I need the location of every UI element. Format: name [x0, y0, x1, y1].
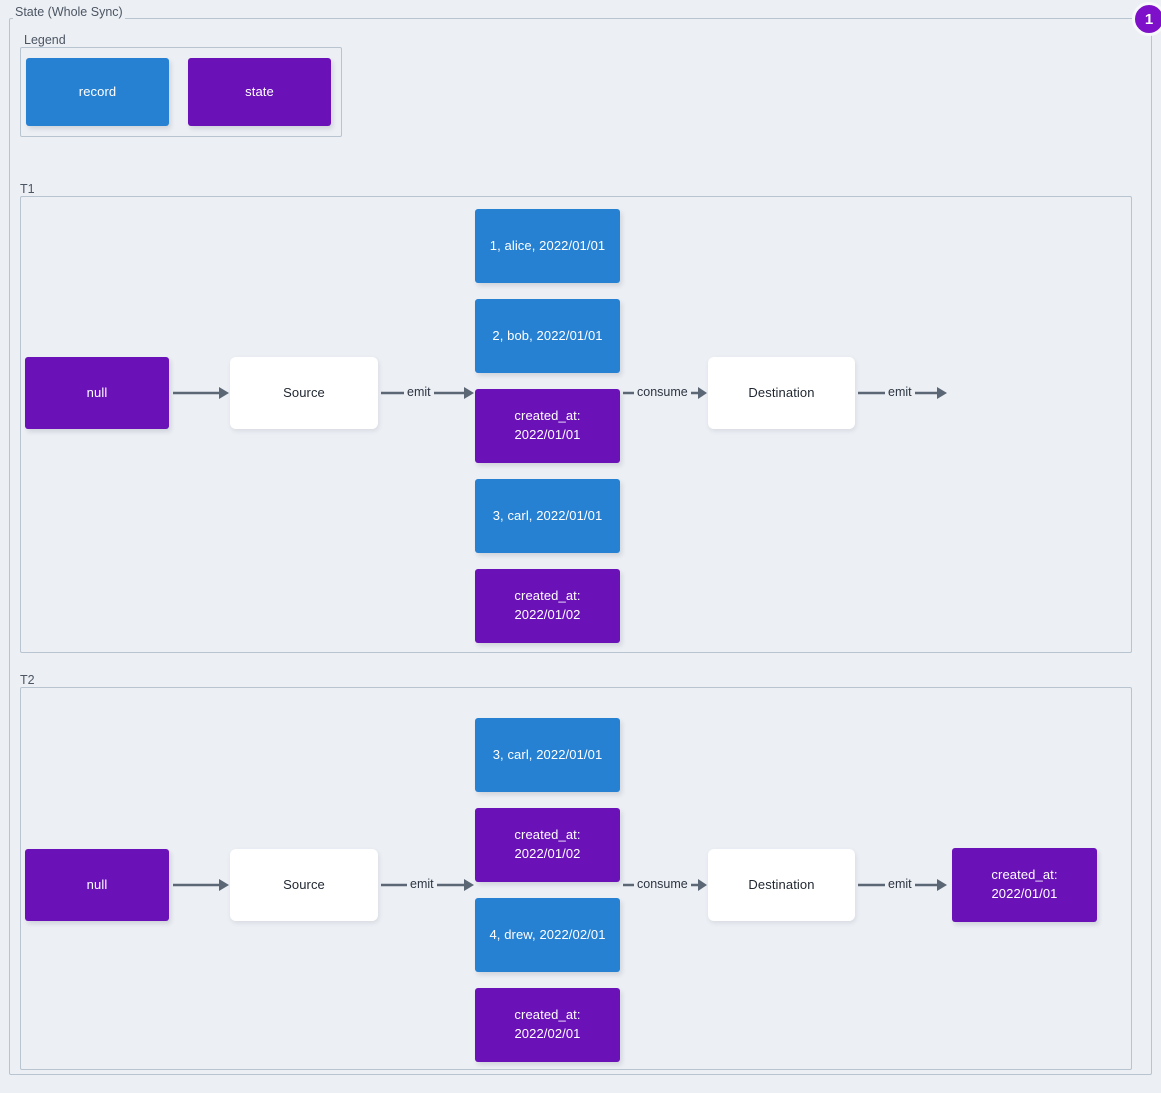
t2-source: Source [230, 849, 378, 921]
legend-swatch-record: record [26, 58, 169, 126]
t1-stack-item-4-label: created_at: 2022/01/02 [514, 588, 581, 622]
t2-stack-item-1-label: created_at: 2022/01/02 [514, 827, 581, 861]
t2-stack-item-1: created_at: 2022/01/02 [475, 808, 620, 882]
t1-stack-item-4: created_at: 2022/01/02 [475, 569, 620, 643]
t2-stack-item-2: 4, drew, 2022/02/01 [475, 898, 620, 972]
legend-title: Legend [22, 33, 68, 47]
t1-stack-item-0-label: 1, alice, 2022/01/01 [489, 237, 606, 253]
t2-stack-item-3-label: created_at: 2022/02/01 [514, 1007, 581, 1041]
t2-edge-source-emit-label: emit [407, 878, 437, 891]
t1-stack-item-0: 1, alice, 2022/01/01 [475, 209, 620, 283]
t1-source: Source [230, 357, 378, 429]
outer-frame [9, 18, 1152, 1075]
legend-label-state: state [245, 83, 274, 99]
t2-edge-destination-emit-label: emit [885, 878, 915, 891]
t2-final-state-label: created_at: 2022/01/01 [991, 867, 1058, 901]
t1-stack-item-3-label: 3, carl, 2022/01/01 [492, 507, 603, 523]
t1-destination: Destination [708, 357, 855, 429]
t1-initial-state: null [25, 357, 169, 429]
step-badge[interactable]: 1 [1132, 2, 1161, 36]
t1-destination-label: Destination [748, 384, 815, 400]
t1-stack-item-1: 2, bob, 2022/01/01 [475, 299, 620, 373]
t1-source-label: Source [283, 384, 325, 400]
legend-group [20, 47, 342, 137]
t1-edge-consume-label: consume [634, 386, 691, 399]
t2-edge-consume-label: consume [634, 878, 691, 891]
t2-source-label: Source [283, 876, 325, 892]
t2-initial-state: null [25, 849, 169, 921]
group-t1 [20, 196, 1132, 653]
t1-edge-source-emit-label: emit [404, 386, 434, 399]
legend-label-record: record [78, 83, 117, 99]
t1-stack-item-2: created_at: 2022/01/01 [475, 389, 620, 463]
legend-swatch-state: state [188, 58, 331, 126]
t2-stack-item-2-label: 4, drew, 2022/02/01 [489, 926, 606, 942]
group-t1-label: T1 [18, 182, 37, 196]
t1-initial-state-label: null [86, 384, 108, 400]
group-t2-label: T2 [18, 673, 37, 687]
t1-stack-item-3: 3, carl, 2022/01/01 [475, 479, 620, 553]
group-t2 [20, 687, 1132, 1070]
t2-final-state: created_at: 2022/01/01 [952, 848, 1097, 922]
t2-stack-item-0: 3, carl, 2022/01/01 [475, 718, 620, 792]
t2-stack-item-0-label: 3, carl, 2022/01/01 [492, 746, 603, 762]
t2-stack-item-3: created_at: 2022/02/01 [475, 988, 620, 1062]
diagram-title: State (Whole Sync) [13, 5, 125, 19]
t1-stack-item-1-label: 2, bob, 2022/01/01 [492, 327, 603, 343]
t1-stack-item-2-label: created_at: 2022/01/01 [514, 408, 581, 442]
t1-edge-destination-emit-label: emit [885, 386, 915, 399]
t2-initial-state-label: null [86, 876, 108, 892]
t2-destination-label: Destination [748, 876, 815, 892]
t2-destination: Destination [708, 849, 855, 921]
